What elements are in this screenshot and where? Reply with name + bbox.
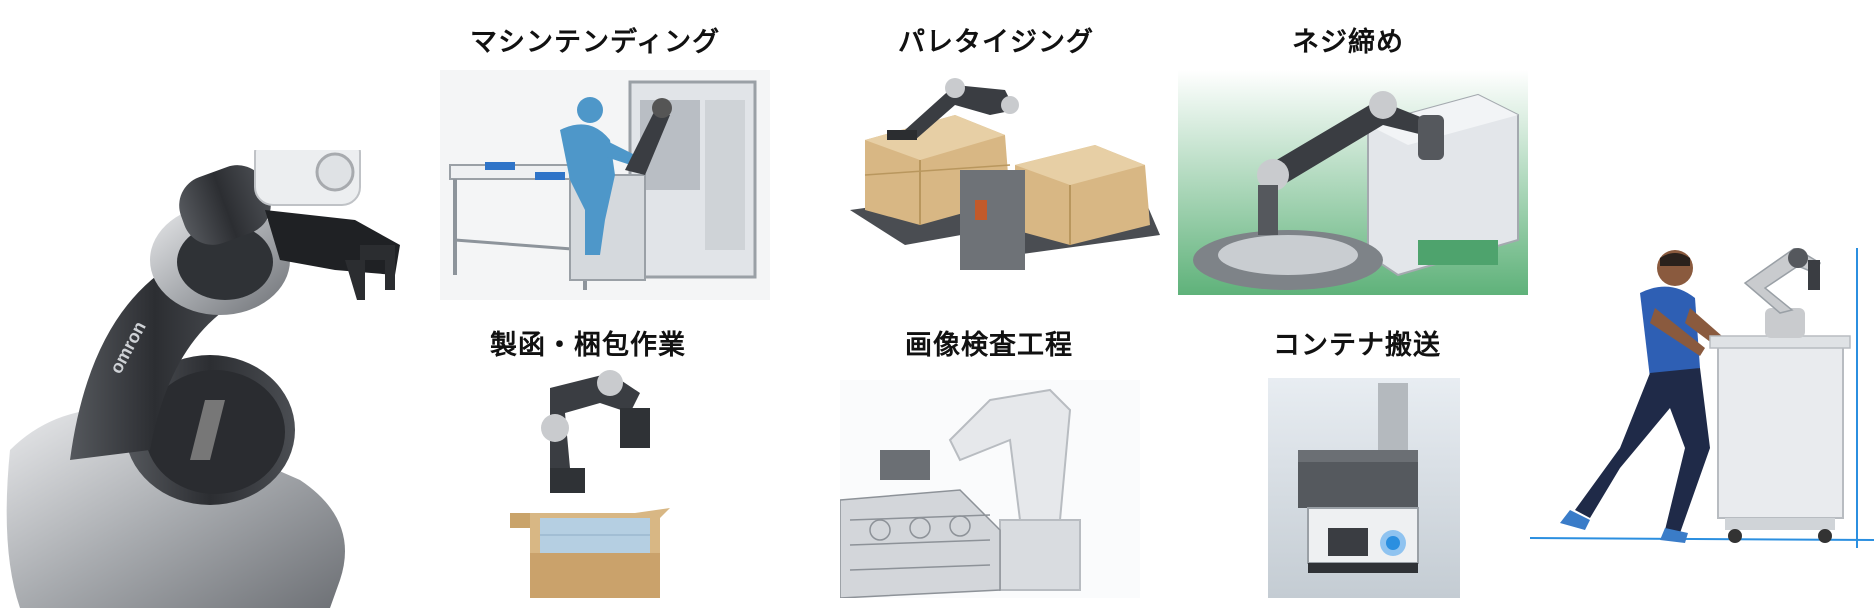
label-machine-tending: マシンテンディング [470,27,721,58]
machine-tending-illustration [440,70,770,300]
cobot-arm-closeup: omron [0,150,410,608]
palletizing-illustration [845,70,1175,300]
label-palletizing: パレタイジング [898,27,1094,58]
label-container-transport: コンテナ搬送 [1273,330,1441,361]
mobile-cobot-person-illustration [1530,248,1874,598]
label-image-inspection: 画像検査工程 [905,330,1073,361]
boxing-packing-illustration [510,368,670,598]
container-transport-illustration [1268,378,1460,598]
label-boxing-packing: 製函・梱包作業 [490,330,686,361]
label-screw-fastening: ネジ締め [1292,27,1404,58]
image-inspection-illustration [840,380,1140,598]
screw-fastening-illustration [1178,70,1528,295]
